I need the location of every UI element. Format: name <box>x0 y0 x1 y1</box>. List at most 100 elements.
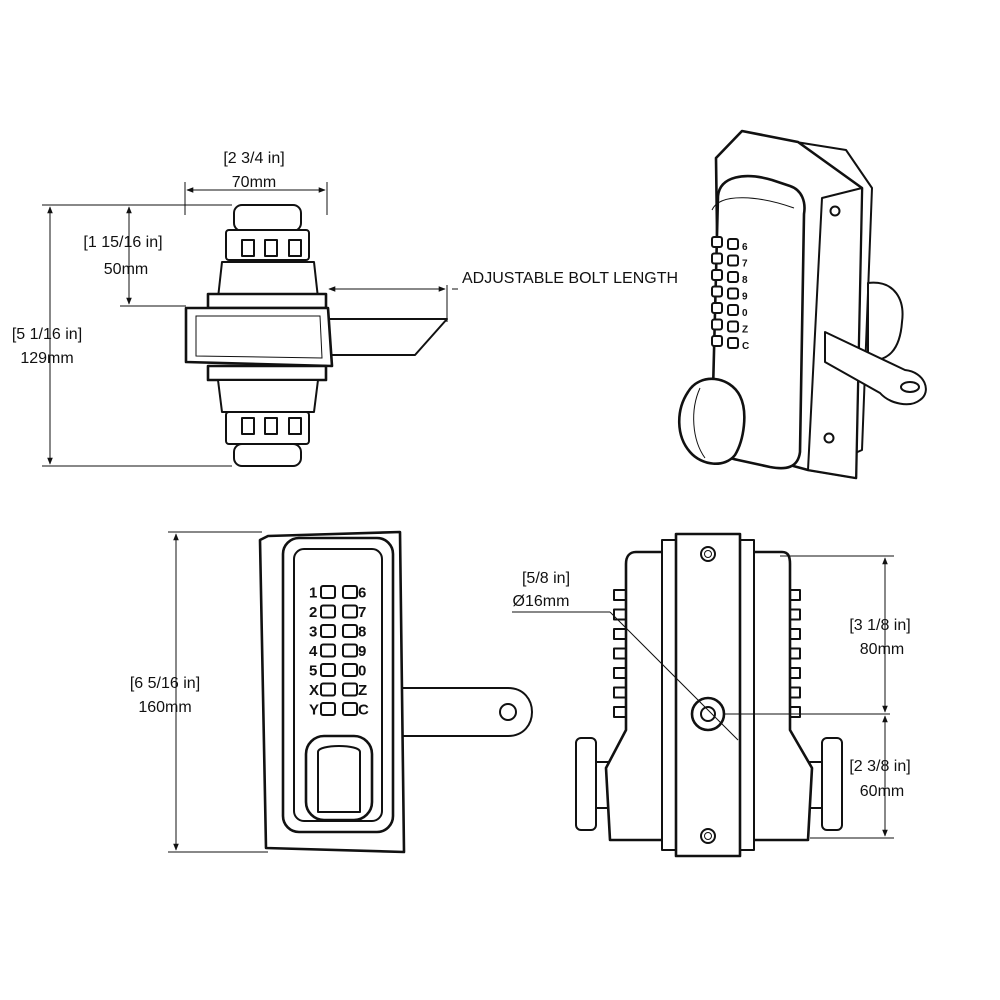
bolt <box>321 318 448 356</box>
front-keypad: 1 2 3 4 5XY 6 7 8 9 0ZC <box>309 585 369 719</box>
lower-cap <box>233 443 302 467</box>
iso-key-button <box>711 236 723 248</box>
keypad-key[interactable]: Y <box>309 702 336 719</box>
iso-key-label: 0 <box>742 308 748 319</box>
key-button[interactable] <box>342 604 358 619</box>
front-view: 1 2 3 4 5XY 6 7 8 9 0ZC [6 5/16 in] 160mm <box>130 530 533 854</box>
side-key-nub <box>613 647 627 660</box>
iso-key-button <box>711 269 723 281</box>
side-key-nub <box>613 628 627 640</box>
iso-key-button <box>727 254 739 267</box>
key-button[interactable] <box>320 663 336 677</box>
top-view: [2 3/4 in] 70mm [1 15/16 in] 50mm [5 1/1… <box>12 150 678 467</box>
key-label: 6 <box>358 585 366 602</box>
iso-key-button <box>711 335 723 347</box>
keypad-key[interactable]: 6 <box>342 585 366 602</box>
key-button[interactable] <box>320 702 336 716</box>
key-label: 9 <box>358 643 366 660</box>
keypad-key[interactable]: 8 <box>342 624 366 641</box>
faceplate-top <box>206 292 328 310</box>
key-button[interactable] <box>342 624 358 638</box>
key-button[interactable] <box>342 585 358 599</box>
keypad-key[interactable]: 1 <box>309 585 336 602</box>
top-width-metric: 70mm <box>232 174 276 191</box>
iso-key-button <box>711 285 723 298</box>
side-key-nub <box>613 686 627 699</box>
keypad-key[interactable]: C <box>342 702 369 719</box>
key-label: X <box>309 682 319 699</box>
side-key-nub <box>613 589 627 601</box>
key-button[interactable] <box>342 663 358 677</box>
iso-key-button <box>727 337 739 349</box>
key-label: 5 <box>309 663 317 680</box>
iso-key-label: 8 <box>742 275 748 286</box>
key-button[interactable] <box>320 604 336 619</box>
upper-body <box>217 261 319 299</box>
iso-key-label: 7 <box>742 259 748 270</box>
top-height-metric: 50mm <box>104 261 148 278</box>
overall-height-metric: 129mm <box>20 350 73 367</box>
front-height-metric: 160mm <box>138 699 191 716</box>
keypad-key[interactable]: 3 <box>309 624 336 641</box>
key-button[interactable] <box>320 585 336 599</box>
keypad-key[interactable]: 4 <box>309 643 336 660</box>
iso-key-label: 9 <box>742 292 748 303</box>
key-label: C <box>358 702 369 719</box>
keypad-key[interactable]: 9 <box>342 643 366 660</box>
top-height-imperial: [1 15/16 in] <box>83 234 162 251</box>
key-label: 2 <box>309 604 317 621</box>
keypad-key[interactable]: 0 <box>342 663 366 680</box>
side-center-plate <box>674 532 742 858</box>
upper-offset-metric: 80mm <box>860 641 904 658</box>
side-right-knob <box>821 737 843 831</box>
keypad-key[interactable]: X <box>309 682 336 699</box>
bolt-length-label: ADJUSTABLE BOLT LENGTH <box>462 270 678 287</box>
lower-offset-metric: 60mm <box>860 783 904 800</box>
keypad-key[interactable]: Z <box>342 682 367 699</box>
key-label: 0 <box>358 663 366 680</box>
key-button[interactable] <box>320 682 336 697</box>
keypad-key[interactable]: 7 <box>342 604 366 621</box>
keypad-key[interactable]: 2 <box>309 604 336 621</box>
iso-key-button <box>727 304 739 316</box>
key-label: 7 <box>358 604 366 621</box>
iso-key-button <box>711 252 723 265</box>
key-button[interactable] <box>342 702 358 716</box>
key-label: 4 <box>309 643 318 660</box>
front-bolt <box>399 687 533 737</box>
keypad-key[interactable]: 5 <box>309 663 336 680</box>
key-label: Y <box>309 702 319 719</box>
front-height-imperial: [6 5/16 in] <box>130 675 200 692</box>
overall-height-imperial: [5 1/16 in] <box>12 326 82 343</box>
iso-key-button <box>727 287 739 300</box>
iso-keypad: 6 7 8 9 0ZC <box>711 236 749 352</box>
iso-key-label: C <box>742 341 749 352</box>
iso-key-label: Z <box>742 325 748 336</box>
key-button[interactable] <box>342 682 358 697</box>
lock-case <box>184 306 334 368</box>
iso-key-button <box>727 271 739 283</box>
lower-body <box>217 379 319 413</box>
iso-faceplate-edge <box>807 187 863 479</box>
iso-key-label: 6 <box>742 242 748 253</box>
key-button[interactable] <box>320 643 336 658</box>
spindle-imperial: [5/8 in] <box>522 570 570 587</box>
side-left-knob <box>575 737 597 831</box>
spindle-metric: Ø16mm <box>513 593 570 610</box>
key-button[interactable] <box>320 624 336 638</box>
iso-key-button <box>727 238 739 250</box>
key-button[interactable] <box>342 643 358 658</box>
upper-cap <box>233 204 302 232</box>
side-left-body <box>604 550 668 842</box>
isometric-view: 6 7 8 9 0ZC <box>677 129 927 480</box>
faceplate-bottom <box>206 364 328 382</box>
side-view: [5/8 in] Ø16mm [3 1/8 in] 80mm [2 3/8 in… <box>512 532 911 858</box>
side-right-body <box>750 550 814 842</box>
upper-offset-imperial: [3 1/8 in] <box>849 617 910 634</box>
iso-key-button <box>711 302 723 314</box>
side-key-nub <box>613 706 627 718</box>
iso-rear-knob <box>867 281 904 362</box>
iso-key-button <box>711 318 723 331</box>
iso-knob <box>677 377 746 465</box>
